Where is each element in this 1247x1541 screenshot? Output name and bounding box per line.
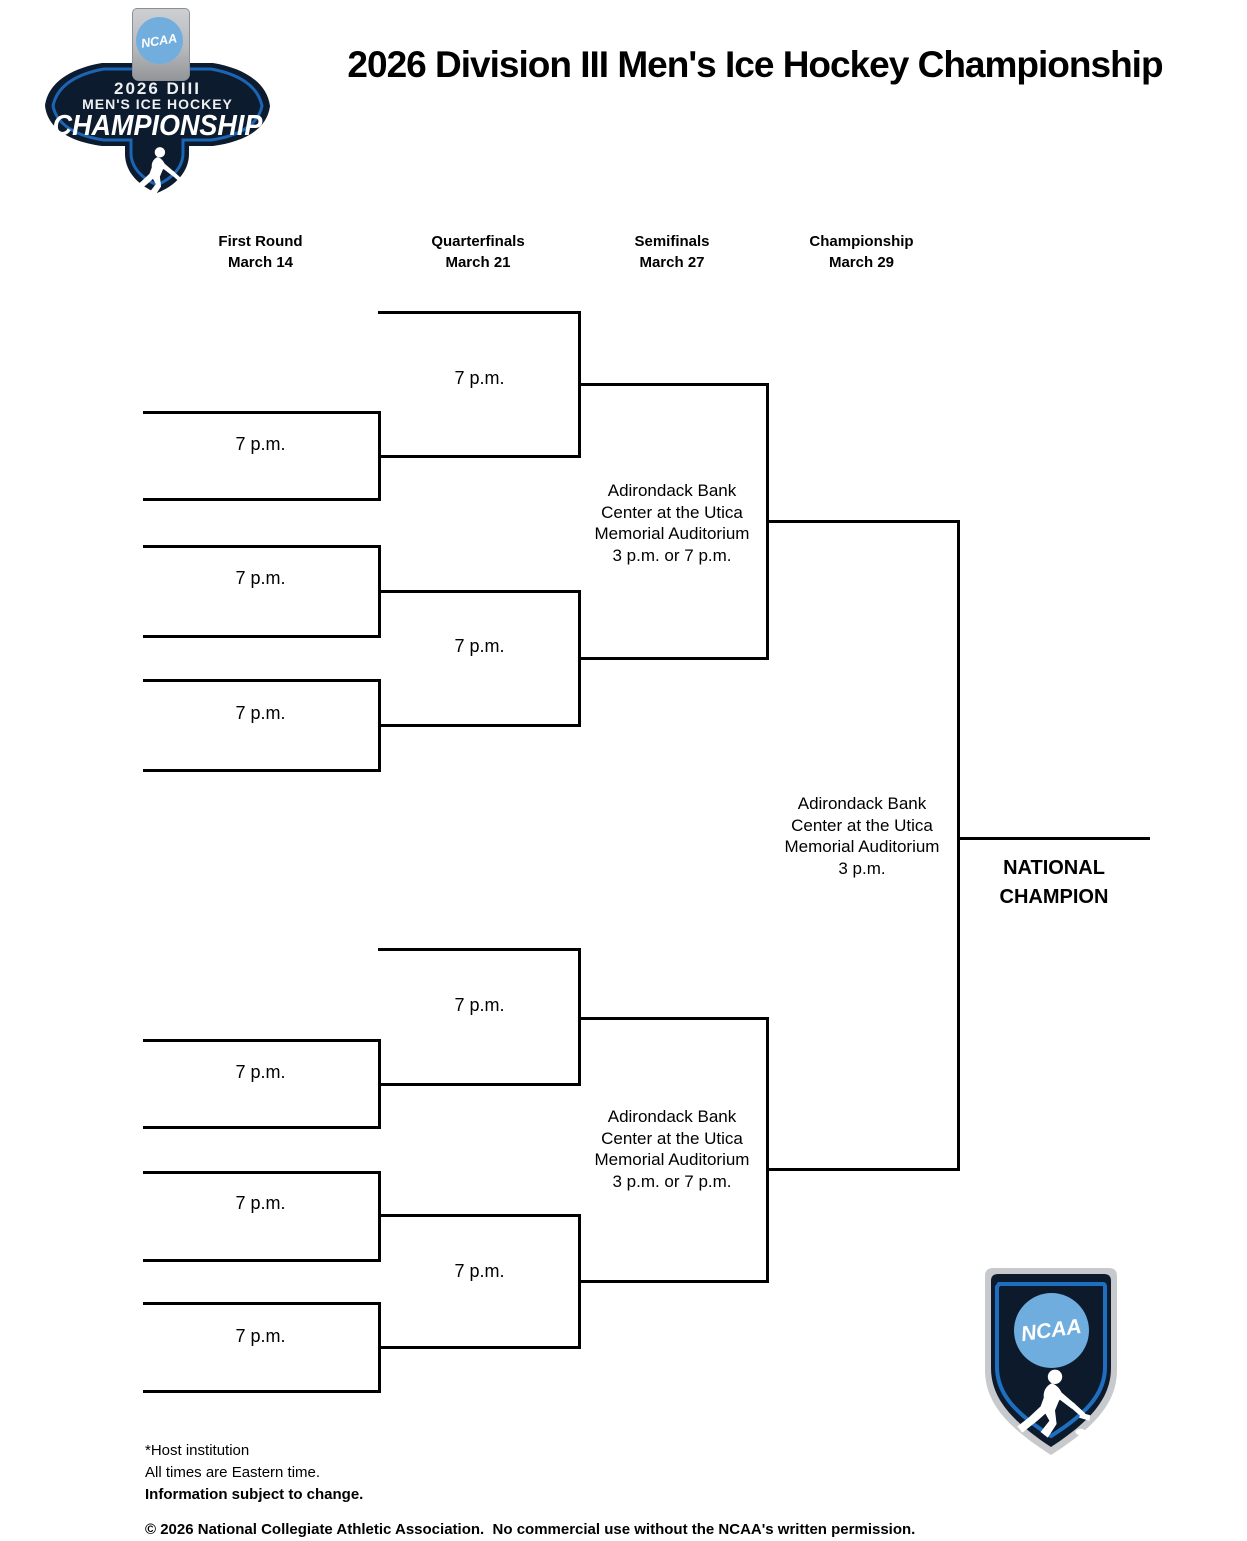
game-time: 3 p.m. or 7 p.m. <box>612 546 732 566</box>
logo-year-line: 2026 DIII <box>114 79 201 98</box>
column-header-championship: Championship March 29 <box>766 231 957 273</box>
column-header-first-round: First Round March 14 <box>143 231 378 273</box>
round-date: March 29 <box>828 254 895 271</box>
eastern-time-note: All times are Eastern time. <box>145 1464 321 1481</box>
bracket-line-fr2-winner <box>378 590 581 593</box>
logo-sport-line: MEN'S ICE HOCKEY <box>82 96 233 112</box>
bracket-line-championship-vertical <box>957 520 960 1171</box>
venue-line: Memorial Auditorium <box>594 524 750 544</box>
bracket-line-fr2-top <box>143 545 381 548</box>
bracket-line-fr3-winner <box>378 724 581 727</box>
quarterfinal-game-3-time: 7 p.m. <box>454 995 505 1015</box>
round-name: Championship <box>809 233 914 250</box>
round-name: First Round <box>218 233 303 250</box>
venue-line: Center at the Utica <box>601 1128 743 1148</box>
venue-line: Memorial Auditorium <box>784 837 940 857</box>
bracket-line-fr3-bottom <box>143 769 381 772</box>
bracket-line-qf3-bye <box>378 948 581 951</box>
column-header-quarterfinals: Quarterfinals March 21 <box>378 231 578 273</box>
first-round-game-1-time: 7 p.m. <box>235 434 286 454</box>
national-champion-line1: NATIONAL <box>1003 857 1105 879</box>
bracket-line-fr1-bottom <box>143 498 381 501</box>
national-champion-line2: CHAMPION <box>999 886 1109 908</box>
bracket-line-qf4-winner <box>578 1280 769 1283</box>
bracket-line-fr1-top <box>143 411 381 414</box>
first-round-game-2-time: 7 p.m. <box>235 568 286 588</box>
ncaa-text: NCAA <box>1019 1314 1084 1346</box>
bracket-line-fr5-top <box>143 1171 381 1174</box>
bracket-line-qf1-bye <box>378 311 581 314</box>
bracket-line-fr5-bottom <box>143 1259 381 1262</box>
subject-to-change-note: Information subject to change. <box>145 1486 364 1503</box>
host-institution-note: *Host institution <box>145 1442 250 1459</box>
ncaa-circle: NCAA <box>1014 1293 1089 1368</box>
bracket-line-fr6-winner <box>378 1346 581 1349</box>
bracket-line-qf1-winner <box>578 383 769 386</box>
game-time: 3 p.m. or 7 p.m. <box>612 1172 732 1192</box>
venue-line: Center at the Utica <box>791 815 933 835</box>
bracket-line-sf2-winner <box>766 1168 960 1171</box>
bracket-line-fr2-bottom <box>143 635 381 638</box>
first-round-game-3-time: 7 p.m. <box>235 703 286 723</box>
venue-line: Adirondack Bank <box>607 481 737 500</box>
venue-line: Adirondack Bank <box>797 794 927 813</box>
bracket-line-fr1-winner <box>378 455 581 458</box>
bracket-line-qf2-winner <box>578 657 769 660</box>
bracket-line-champion-winner <box>957 837 1150 840</box>
game-time: 3 p.m. <box>838 859 886 879</box>
page-title: 2026 Division III Men's Ice Hockey Champ… <box>347 44 1163 85</box>
bracket-line-fr4-winner <box>378 1083 581 1086</box>
venue-line: Center at the Utica <box>601 502 743 522</box>
semifinal-bottom-venue: Adirondack Bank Center at the Utica Memo… <box>556 1106 788 1193</box>
bracket-line-fr4-bottom <box>143 1126 381 1129</box>
bracket-line-fr6-top <box>143 1302 381 1305</box>
quarterfinal-game-4-time: 7 p.m. <box>454 1261 505 1281</box>
round-name: Semifinals <box>634 233 710 250</box>
round-date: March 21 <box>445 254 511 271</box>
logo-championship-line: CHAMPIONSHIP <box>52 110 263 142</box>
ncaa-shield-logo: NCAA <box>975 1268 1127 1455</box>
national-champion-label: NATIONAL CHAMPION <box>955 854 1153 912</box>
round-date: March 27 <box>639 254 705 271</box>
round-name: Quarterfinals <box>431 233 525 250</box>
semifinal-top-venue: Adirondack Bank Center at the Utica Memo… <box>556 480 788 567</box>
hockey-player-icon <box>1011 1368 1091 1440</box>
bracket-line-qf3-winner <box>578 1017 769 1020</box>
championship-logo: NCAA 2026 DIII MEN'S ICE HOCKEY CHAMPION… <box>40 6 275 202</box>
bracket-line-fr3-top <box>143 679 381 682</box>
hockey-player-icon <box>128 146 186 198</box>
quarterfinal-game-2-time: 7 p.m. <box>454 636 505 656</box>
bracket-line-fr4-top <box>143 1039 381 1042</box>
copyright-notice: © 2026 National Collegiate Athletic Asso… <box>145 1521 916 1538</box>
bracket-line-sf2-vertical <box>766 1017 769 1283</box>
first-round-game-6-time: 7 p.m. <box>235 1326 286 1346</box>
first-round-game-5-time: 7 p.m. <box>235 1193 286 1213</box>
column-header-semifinals: Semifinals March 27 <box>578 231 766 273</box>
bracket-line-sf1-winner <box>766 520 960 523</box>
bracket-line-fr5-winner <box>378 1214 581 1217</box>
venue-line: Memorial Auditorium <box>594 1150 750 1170</box>
championship-venue: Adirondack Bank Center at the Utica Memo… <box>746 793 978 880</box>
trophy-ncaa-circle: NCAA <box>136 17 183 64</box>
round-date: March 14 <box>227 254 294 271</box>
venue-line: Adirondack Bank <box>607 1107 737 1126</box>
bracket-line-fr6-bottom <box>143 1390 381 1393</box>
first-round-game-4-time: 7 p.m. <box>235 1062 286 1082</box>
quarterfinal-game-1-time: 7 p.m. <box>454 368 505 388</box>
trophy-ncaa-text: NCAA <box>140 30 179 51</box>
